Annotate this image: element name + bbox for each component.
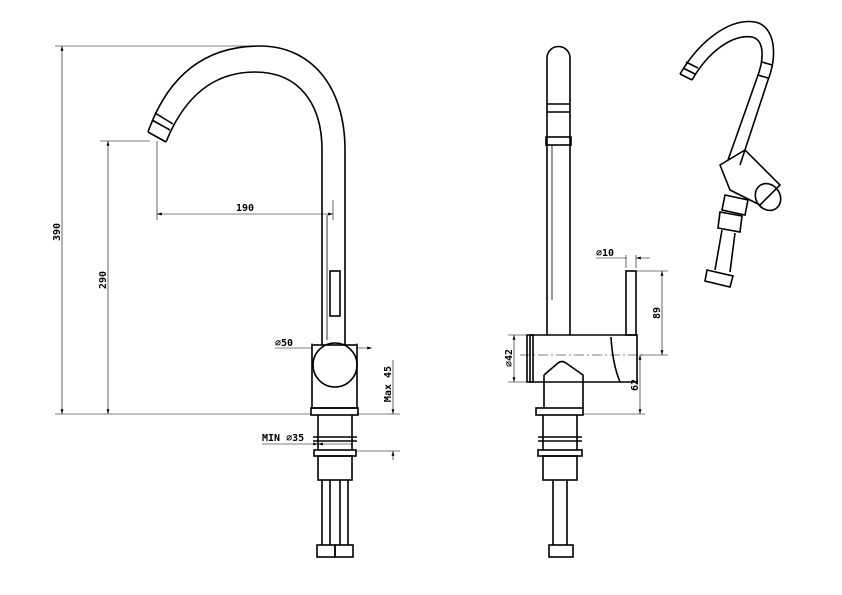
spout-side bbox=[546, 45, 571, 335]
dim-spout-height: 290 bbox=[98, 271, 109, 289]
body bbox=[311, 344, 358, 409]
dim-total-height: 390 bbox=[52, 223, 63, 241]
dim-body-diameter: ∅50 bbox=[275, 338, 293, 349]
dim-spout-reach: 190 bbox=[236, 203, 254, 214]
dim-axis-height: 62 bbox=[630, 379, 641, 391]
lever-side bbox=[625, 270, 637, 336]
side-view: ∅10 89 ∅42 62 bbox=[504, 45, 668, 558]
dim-max-thickness: Max 45 bbox=[383, 366, 394, 402]
isometric-view bbox=[679, 20, 782, 288]
dim-body-diameter-side: ∅42 bbox=[504, 349, 515, 367]
body-cap bbox=[312, 342, 358, 388]
dim-lever-diameter: ∅10 bbox=[596, 248, 614, 259]
dim-lever-height: 89 bbox=[652, 307, 663, 319]
spout bbox=[147, 45, 346, 345]
lever-handle bbox=[329, 270, 341, 317]
front-view: 390 290 190 ∅50 Max 45 MIN ∅35 bbox=[52, 45, 400, 558]
dim-min-hole: MIN ∅35 bbox=[262, 433, 304, 444]
